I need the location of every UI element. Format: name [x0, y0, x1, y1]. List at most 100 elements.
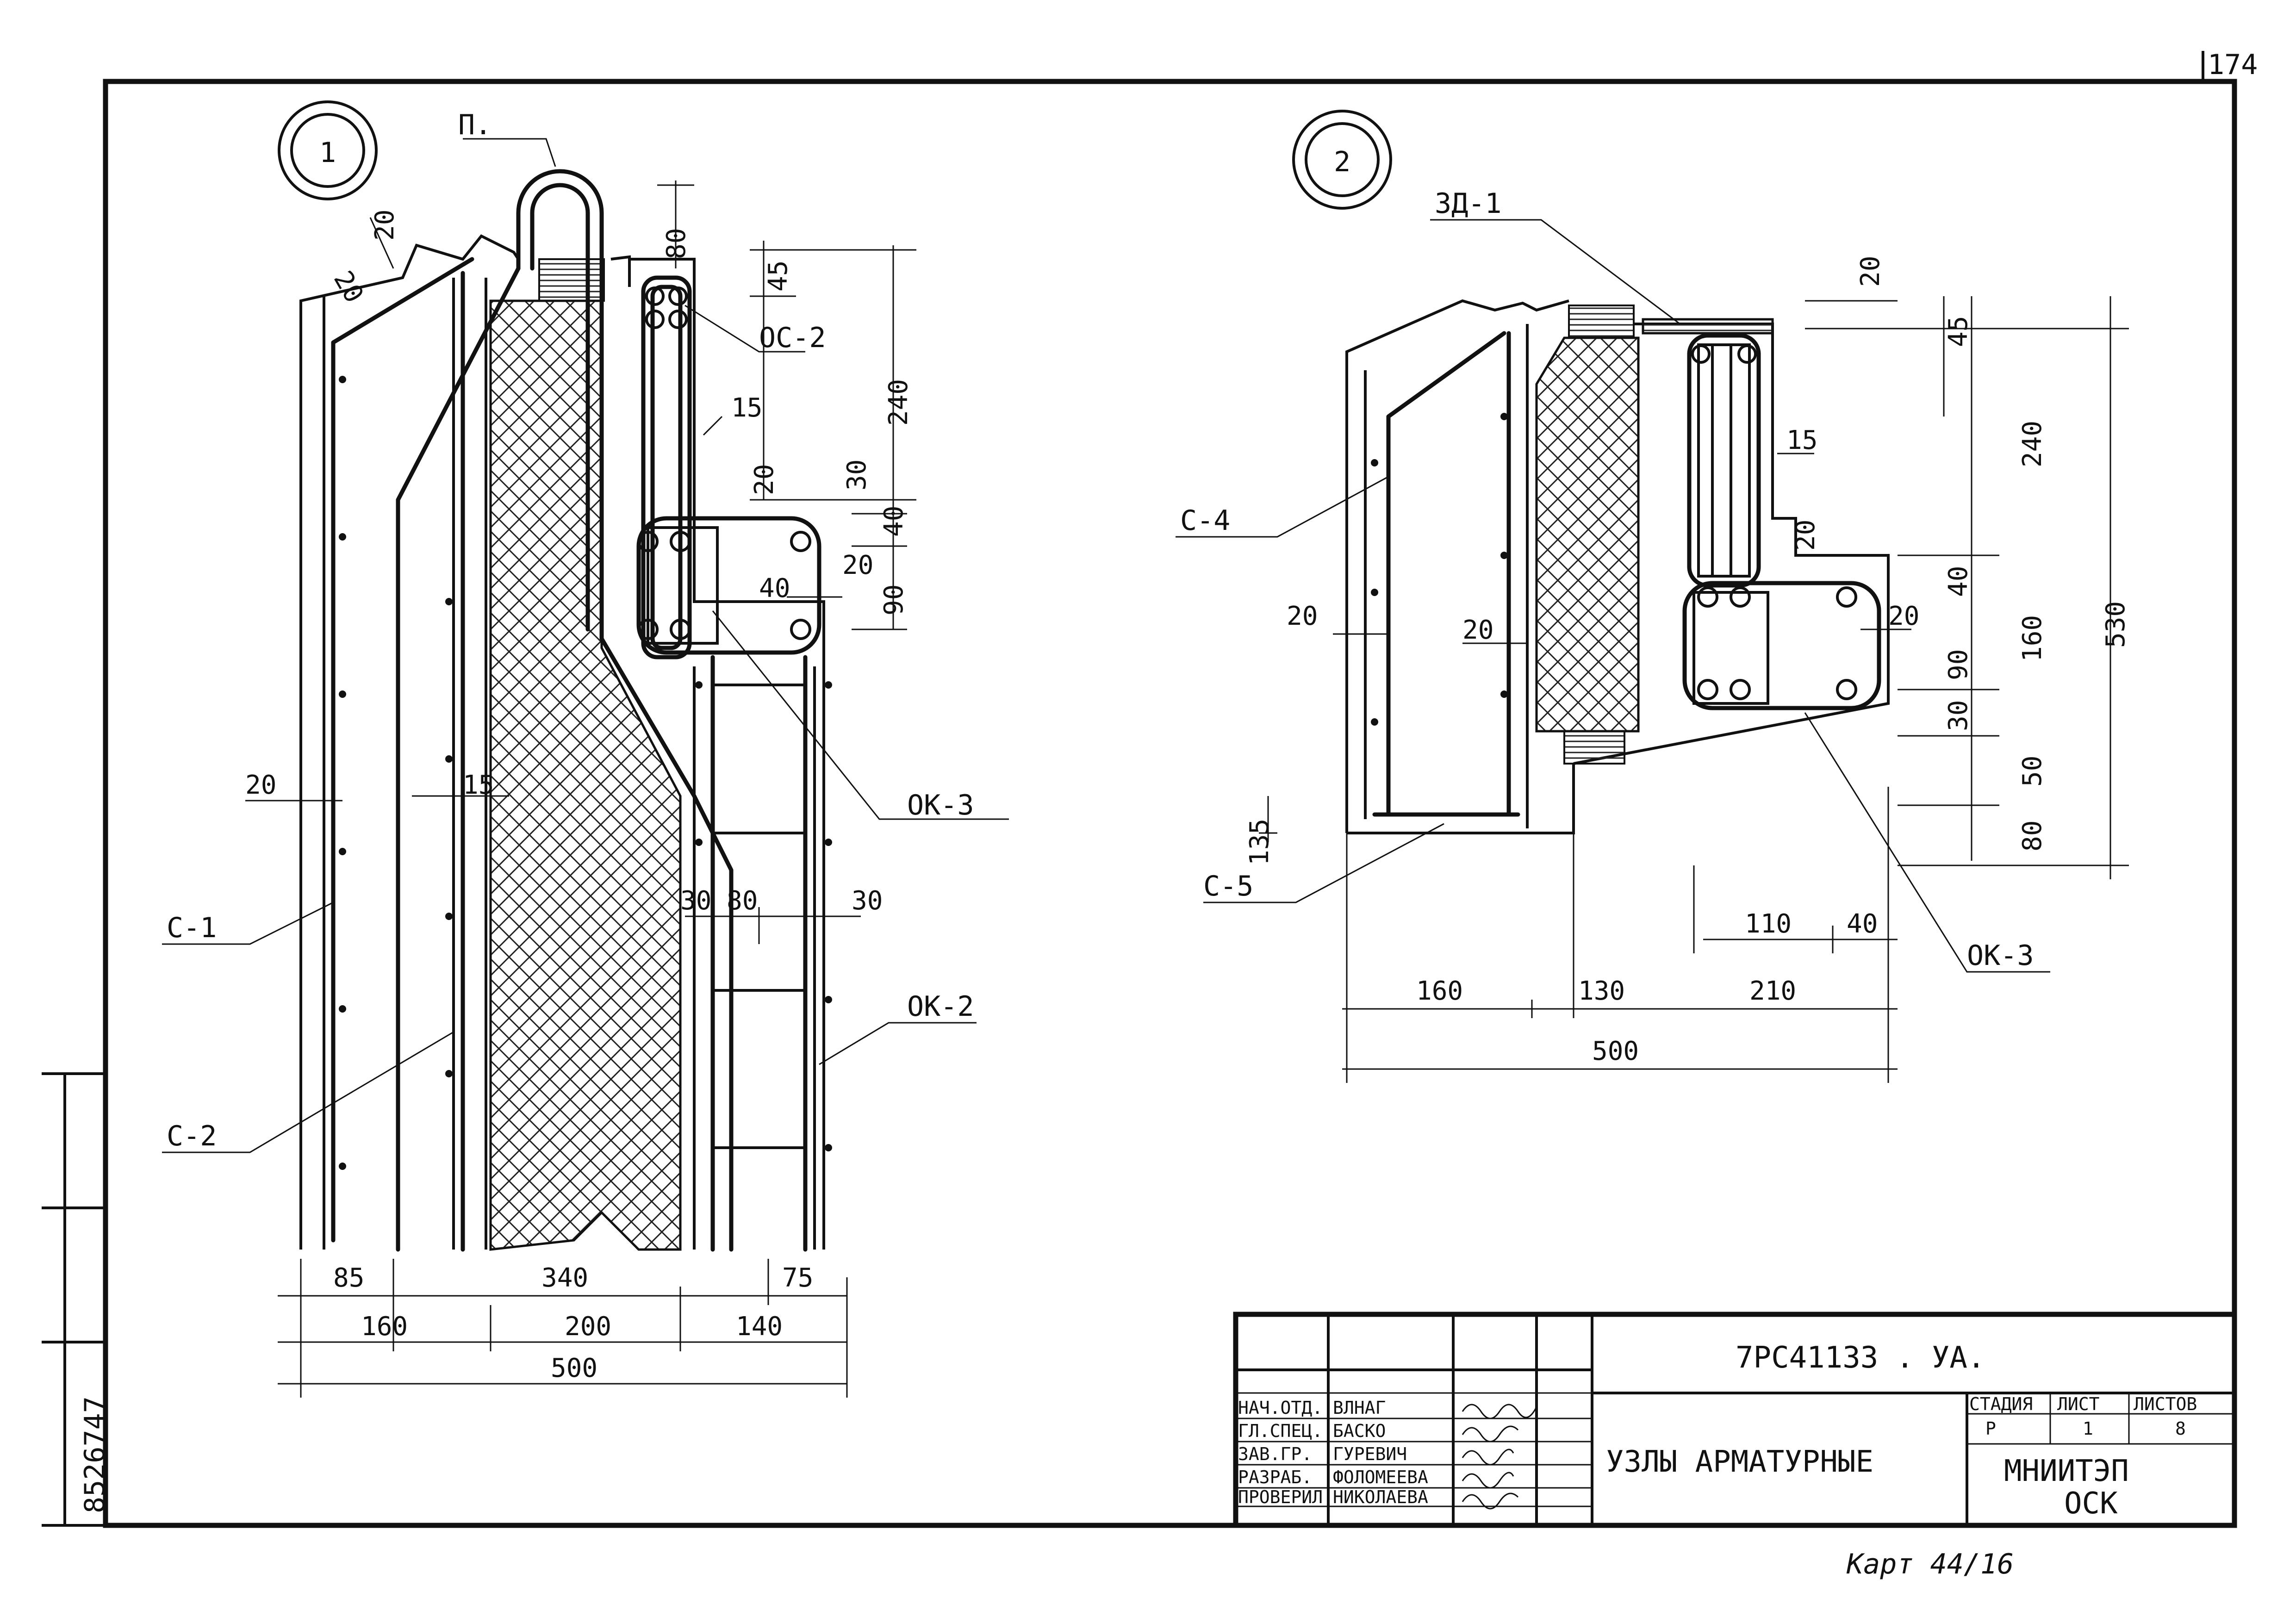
- svg-text:200: 200: [565, 1312, 611, 1342]
- svg-text:500: 500: [551, 1353, 597, 1383]
- svg-text:20: 20: [749, 464, 779, 495]
- svg-text:140: 140: [736, 1312, 783, 1342]
- label-p: П.: [458, 109, 492, 141]
- detail-1: 1: [162, 100, 1009, 1398]
- label-c4: С-4: [1180, 504, 1230, 537]
- svg-text:НАЧ.ОТД.: НАЧ.ОТД.: [1238, 1398, 1323, 1418]
- svg-text:340: 340: [541, 1263, 588, 1293]
- detail-1-liner: [538, 258, 605, 302]
- svg-text:80: 80: [661, 228, 691, 259]
- svg-text:130: 130: [1578, 976, 1625, 1006]
- label-c2: С-2: [167, 1120, 217, 1152]
- svg-text:ФОЛОМЕЕВА: ФОЛОМЕЕВА: [1333, 1467, 1428, 1487]
- svg-text:160: 160: [2017, 615, 2047, 662]
- handwritten-note: Карт 44/16: [1846, 1548, 2014, 1580]
- svg-text:ГЛ.СПЕЦ.: ГЛ.СПЕЦ.: [1238, 1421, 1323, 1441]
- detail-1-loop-bar: [516, 169, 734, 1252]
- label-os2: ОС-2: [759, 322, 826, 354]
- svg-text:240: 240: [884, 379, 914, 426]
- svg-text:45: 45: [1943, 316, 1973, 347]
- svg-text:30: 30: [852, 886, 883, 916]
- svg-text:40: 40: [1847, 909, 1878, 939]
- svg-text:75: 75: [782, 1263, 813, 1293]
- svg-text:20: 20: [1855, 256, 1885, 287]
- svg-text:45: 45: [763, 261, 793, 292]
- sheet-frame: 174: [103, 49, 2258, 1528]
- svg-text:90: 90: [1943, 649, 1973, 680]
- svg-text:ЛИСТ: ЛИСТ: [2057, 1394, 2100, 1414]
- detail-2-plate-zd1: [1642, 318, 1774, 335]
- svg-text:85: 85: [333, 1263, 364, 1293]
- svg-text:ГУРЕВИЧ: ГУРЕВИЧ: [1333, 1444, 1407, 1464]
- svg-text:СТАДИЯ: СТАДИЯ: [1969, 1394, 2033, 1414]
- svg-text:20: 20: [245, 770, 276, 800]
- svg-text:20: 20: [370, 210, 400, 241]
- svg-text:500: 500: [1592, 1036, 1639, 1066]
- svg-text:210: 210: [1749, 976, 1796, 1006]
- svg-text:20: 20: [1462, 615, 1493, 645]
- detail-1-cage-ok3: [636, 516, 821, 655]
- title-block: 7РС41133 . УА. УЗЛЫ АРМАТУРНЫЕ МНИИТЭП О…: [1233, 1312, 2237, 1528]
- svg-text:20: 20: [842, 550, 873, 580]
- svg-text:30: 30: [842, 460, 872, 491]
- svg-text:40: 40: [759, 573, 790, 603]
- svg-text:ВЛНАГ: ВЛНАГ: [1333, 1398, 1386, 1418]
- detail-2-cage-vertical: [1687, 333, 1761, 588]
- detail-1-mark: 1: [278, 100, 378, 200]
- svg-text:15: 15: [731, 393, 762, 423]
- label-ok2: ОК-2: [907, 990, 974, 1023]
- detail-2-insulation: [1535, 336, 1640, 733]
- svg-text:30: 30: [680, 886, 711, 916]
- svg-text:15: 15: [463, 770, 494, 800]
- svg-text:ПРОВЕРИЛ: ПРОВЕРИЛ: [1238, 1487, 1323, 1507]
- svg-text:РАЗРАБ.: РАЗРАБ.: [1238, 1467, 1312, 1487]
- detail-2-bar-c4: [1386, 331, 1511, 817]
- drawing-code: 7РС41133 . УА.: [1736, 1341, 1985, 1375]
- svg-text:160: 160: [1416, 976, 1463, 1006]
- svg-text:110: 110: [1745, 909, 1792, 939]
- svg-text:530: 530: [2101, 601, 2131, 648]
- detail-1-bar-c1: [331, 257, 474, 1243]
- svg-text:80: 80: [2017, 821, 2047, 852]
- signatures: [1462, 1404, 1537, 1510]
- svg-text:20: 20: [328, 266, 369, 308]
- svg-text:90: 90: [879, 585, 909, 616]
- label-ok3-2: ОК-3: [1967, 939, 2034, 972]
- svg-text:15: 15: [1786, 425, 1817, 455]
- svg-text:1: 1: [319, 137, 336, 169]
- organization-sub: ОСК: [2064, 1486, 2118, 1521]
- organization: МНИИТЭП: [2004, 1454, 2129, 1488]
- detail-1-cage-os2: [641, 275, 692, 659]
- label-ok3-1: ОК-3: [907, 789, 974, 821]
- detail-1-panel-outline: [299, 234, 825, 1250]
- detail-1-anchor-dots: [339, 376, 832, 1170]
- svg-text:40: 40: [879, 506, 909, 537]
- detail-2-anchor-dots: [1371, 413, 1508, 726]
- detail-2-dimension-lines: [1259, 296, 2129, 1083]
- svg-text:20: 20: [1791, 520, 1821, 551]
- drawing-title: УЗЛЫ АРМАТУРНЫЕ: [1606, 1445, 1873, 1479]
- detail-2-cage-ok3: [1682, 581, 1881, 710]
- detail-1-bottom-dimensions: [278, 1259, 848, 1398]
- svg-text:50: 50: [2017, 756, 2047, 787]
- svg-text:160: 160: [361, 1312, 408, 1342]
- label-zd1: ЗД-1: [1435, 187, 1502, 220]
- svg-text:20: 20: [1888, 601, 1919, 631]
- detail-1-cage-ok2: [710, 655, 808, 1252]
- sheet-corner-number: 174: [2208, 49, 2258, 81]
- label-c1: С-1: [167, 912, 217, 944]
- svg-text:240: 240: [2017, 421, 2047, 467]
- detail-2-mark: 2: [1292, 110, 1392, 210]
- sheets-value: 8: [2175, 1418, 2186, 1439]
- label-c5: С-5: [1203, 870, 1253, 902]
- svg-text:ЗАВ.ГР.: ЗАВ.ГР.: [1238, 1444, 1312, 1464]
- svg-text:30: 30: [1943, 700, 1973, 731]
- archive-number: 8526747: [79, 1396, 111, 1513]
- svg-text:135: 135: [1244, 819, 1275, 865]
- svg-text:2: 2: [1334, 146, 1350, 178]
- svg-text:ЛИСТОВ: ЛИСТОВ: [2134, 1394, 2197, 1414]
- svg-text:20: 20: [1287, 601, 1318, 631]
- detail-2: 2: [1176, 110, 2131, 1083]
- detail-1-dimension-lines: [245, 180, 916, 944]
